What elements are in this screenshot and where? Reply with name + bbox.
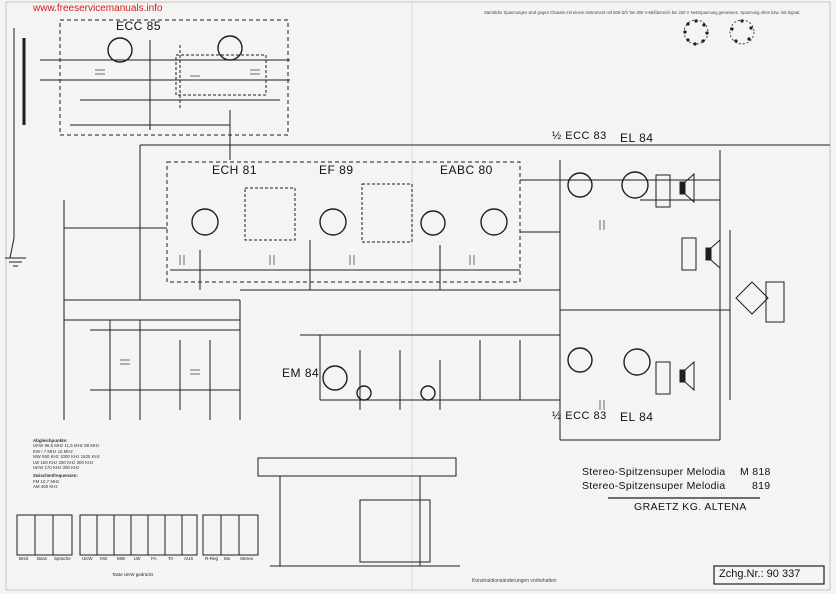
construction-note: Konstruktionsänderungen vorbehalten: [472, 578, 557, 584]
tube-rectifier-b: [420, 385, 436, 401]
speaker-top: [679, 181, 686, 195]
switch-label: Breit: [19, 556, 29, 561]
mains-transformer: [765, 281, 785, 323]
switch-label: TA: [168, 556, 174, 561]
tube-eabc80-b: [480, 208, 508, 236]
tube-ecc85-a: [107, 37, 133, 63]
title-product-2: Stereo-Spitzensuper Melodia: [582, 480, 726, 492]
tube-ecc83-bottom: [567, 347, 593, 373]
switch-label: AUS: [184, 556, 194, 561]
title-model-1: M 818: [740, 466, 771, 478]
if-transformer-2: [361, 183, 413, 243]
manufacturer: GRAETZ KG. ALTENA: [634, 501, 747, 513]
filter-choke: [681, 237, 697, 271]
speaker-bottom: [679, 369, 686, 383]
output-transformer-top: [655, 174, 671, 208]
alignment-row: MW 550 KHz 1000 KHz 1620 KHz: [33, 454, 100, 460]
switch-label: Stereo: [240, 556, 254, 561]
tube-ecc83-top: [567, 172, 593, 198]
scale-dial-strip: [257, 457, 457, 477]
speaker-mid: [705, 247, 712, 261]
alignment-row: LW 150 KHz 250 KHz 300 KHz: [33, 459, 94, 465]
sheet-border: [5, 1, 831, 591]
switch-label: FA: [151, 556, 157, 561]
switch-label: Bass: [37, 556, 48, 561]
tube-el84-top: [621, 171, 649, 199]
if-row: FM 10,7 MHz: [33, 478, 60, 484]
switch-group-3: [202, 514, 259, 556]
label-el84-top: EL 84: [620, 131, 654, 145]
chassis-layout: [279, 475, 421, 567]
label-em84: EM 84: [282, 366, 320, 380]
output-transformer-bottom: [655, 361, 671, 395]
alignment-row: UKW 170 KHz 300 KHz: [33, 465, 80, 471]
label-el84-bottom: EL 84: [620, 410, 654, 424]
tube-ecc85-b: [217, 35, 243, 61]
ukw-tuner-box: [59, 19, 289, 136]
chassis-sub-board: [359, 499, 431, 563]
tube-el84-bottom: [623, 348, 651, 376]
switch-group-2: [79, 514, 198, 556]
voltage-note: Sämtliche Spannungen sind gegen Chassis …: [484, 10, 801, 15]
if-row: AM 460 KHz: [33, 484, 58, 490]
if-transformer-1: [244, 187, 296, 241]
switch-label: R-Reg: [205, 556, 219, 561]
if-heading: Zwischenfrequenzen:: [33, 473, 78, 479]
alignment-row: KW I 7 MHz 16 MHz: [33, 448, 73, 454]
watermark: www.freeservicemanuals.info: [33, 3, 163, 14]
tube-rectifier-a: [356, 385, 372, 401]
alignment-heading: Abgleichpunkte:: [33, 438, 68, 443]
switch-label: Mo: [224, 556, 231, 561]
switch-label: MW: [117, 556, 125, 561]
tube-ech81: [191, 208, 219, 236]
pin-base-rimlock: [729, 19, 755, 45]
switch-label: UKW: [82, 556, 93, 561]
switch-caption: Taste UKW gedrückt: [112, 572, 154, 577]
alignment-table: Abgleichpunkte: UKW 86,5 MHz 11,5 MHz 98…: [33, 438, 100, 490]
switch-label: Sprache: [54, 556, 71, 561]
switch-label: KW: [100, 556, 108, 561]
bridge-rectifier: [735, 281, 769, 315]
switch-label: LW: [134, 556, 141, 561]
tube-eabc80-a: [420, 210, 446, 236]
label-eabc80: EABC 80: [440, 163, 493, 177]
switch-group-1: [16, 514, 73, 556]
title-product-1: Stereo-Spitzensuper Melodia: [582, 466, 726, 478]
label-ech81: ECH 81: [212, 163, 258, 177]
label-ef89: EF 89: [319, 163, 354, 177]
tube-em84: [322, 365, 348, 391]
label-ecc85: ECC 85: [116, 19, 162, 33]
drawing-number: Zchg.Nr.: 90 337: [719, 568, 801, 580]
label-ecc83-bottom: ½ ECC 83: [552, 410, 607, 422]
if-section-box: [166, 161, 521, 283]
label-ecc83-top: ½ ECC 83: [552, 130, 607, 142]
tube-ef89: [319, 208, 347, 236]
alignment-row: UKW 86,5 MHz 11,5 MHz 98 MHz: [33, 443, 100, 449]
drawing-number-box: [713, 565, 825, 585]
title-model-2: 819: [752, 480, 771, 492]
